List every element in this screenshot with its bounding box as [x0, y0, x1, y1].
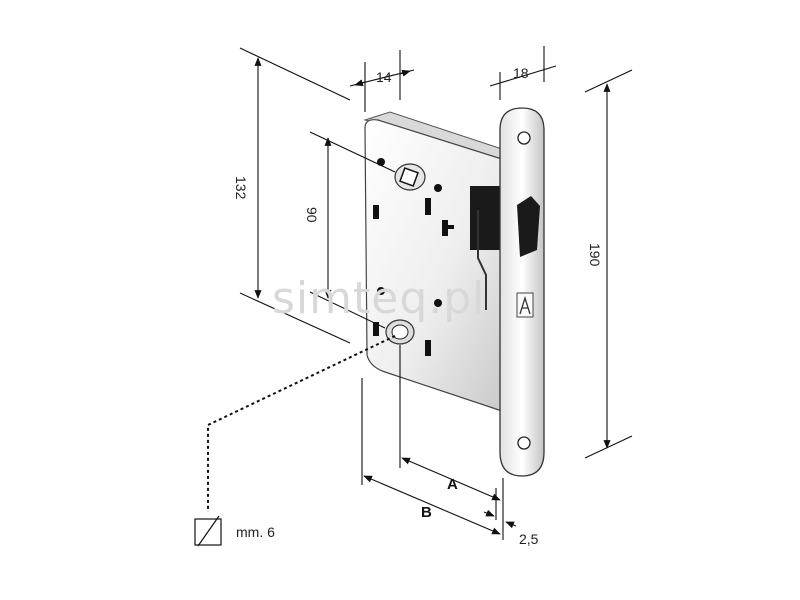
extension-line-190-top	[584, 69, 633, 93]
latch-lever	[477, 210, 487, 310]
latch-bolt	[517, 196, 540, 257]
lower-spindle-inner	[391, 324, 409, 340]
screw-hole	[377, 287, 385, 295]
arrow-25-right	[505, 521, 517, 529]
faceplate-screw-top	[517, 131, 531, 145]
lock-body	[363, 111, 506, 413]
label-spindle-size: mm. 6	[236, 524, 275, 540]
label-offset-b: B	[421, 504, 432, 521]
dimension-line-18	[489, 65, 557, 87]
case-slot	[373, 205, 379, 219]
case-slot	[373, 322, 379, 336]
label-width-18: 18	[513, 65, 529, 81]
extension-line-132-bottom	[239, 292, 351, 344]
extension-line-90-bottom	[309, 291, 386, 329]
dimension-lines	[207, 46, 633, 540]
label-height-190: 190	[587, 243, 603, 267]
case-slot	[446, 225, 454, 229]
arrow-14-right	[399, 69, 411, 77]
case-slot	[442, 220, 448, 236]
upper-spindle-square	[399, 167, 419, 187]
screw-hole	[434, 299, 442, 307]
latch-inner-block	[470, 186, 502, 250]
label-height-132: 132	[233, 176, 249, 200]
faceplate-shape	[499, 107, 545, 477]
extension-line-190-bottom	[584, 435, 633, 459]
case-slot	[425, 340, 431, 356]
watermark-text: simteq.pl	[272, 273, 485, 324]
label-offset-a: A	[447, 476, 458, 493]
faceplate	[499, 107, 545, 477]
brand-logo-glyph	[519, 295, 531, 315]
label-depth-14: 14	[376, 69, 392, 85]
case-side-panel	[364, 119, 506, 413]
arrow-25-left	[483, 509, 495, 517]
square-spindle-icon	[194, 515, 222, 547]
screw-hole	[377, 158, 385, 166]
spindle-leader-line	[207, 335, 396, 512]
screw-hole	[434, 184, 442, 192]
label-spacing-90: 90	[304, 207, 320, 223]
arrow-14-left	[354, 79, 366, 87]
extension-line-90-top	[309, 131, 396, 173]
faceplate-screw-bottom	[517, 436, 531, 450]
case-slot	[425, 198, 431, 215]
extension-line-132-top	[239, 47, 351, 101]
label-faceplate-thickness: 2,5	[519, 531, 539, 547]
dimension-line-b	[363, 475, 501, 535]
